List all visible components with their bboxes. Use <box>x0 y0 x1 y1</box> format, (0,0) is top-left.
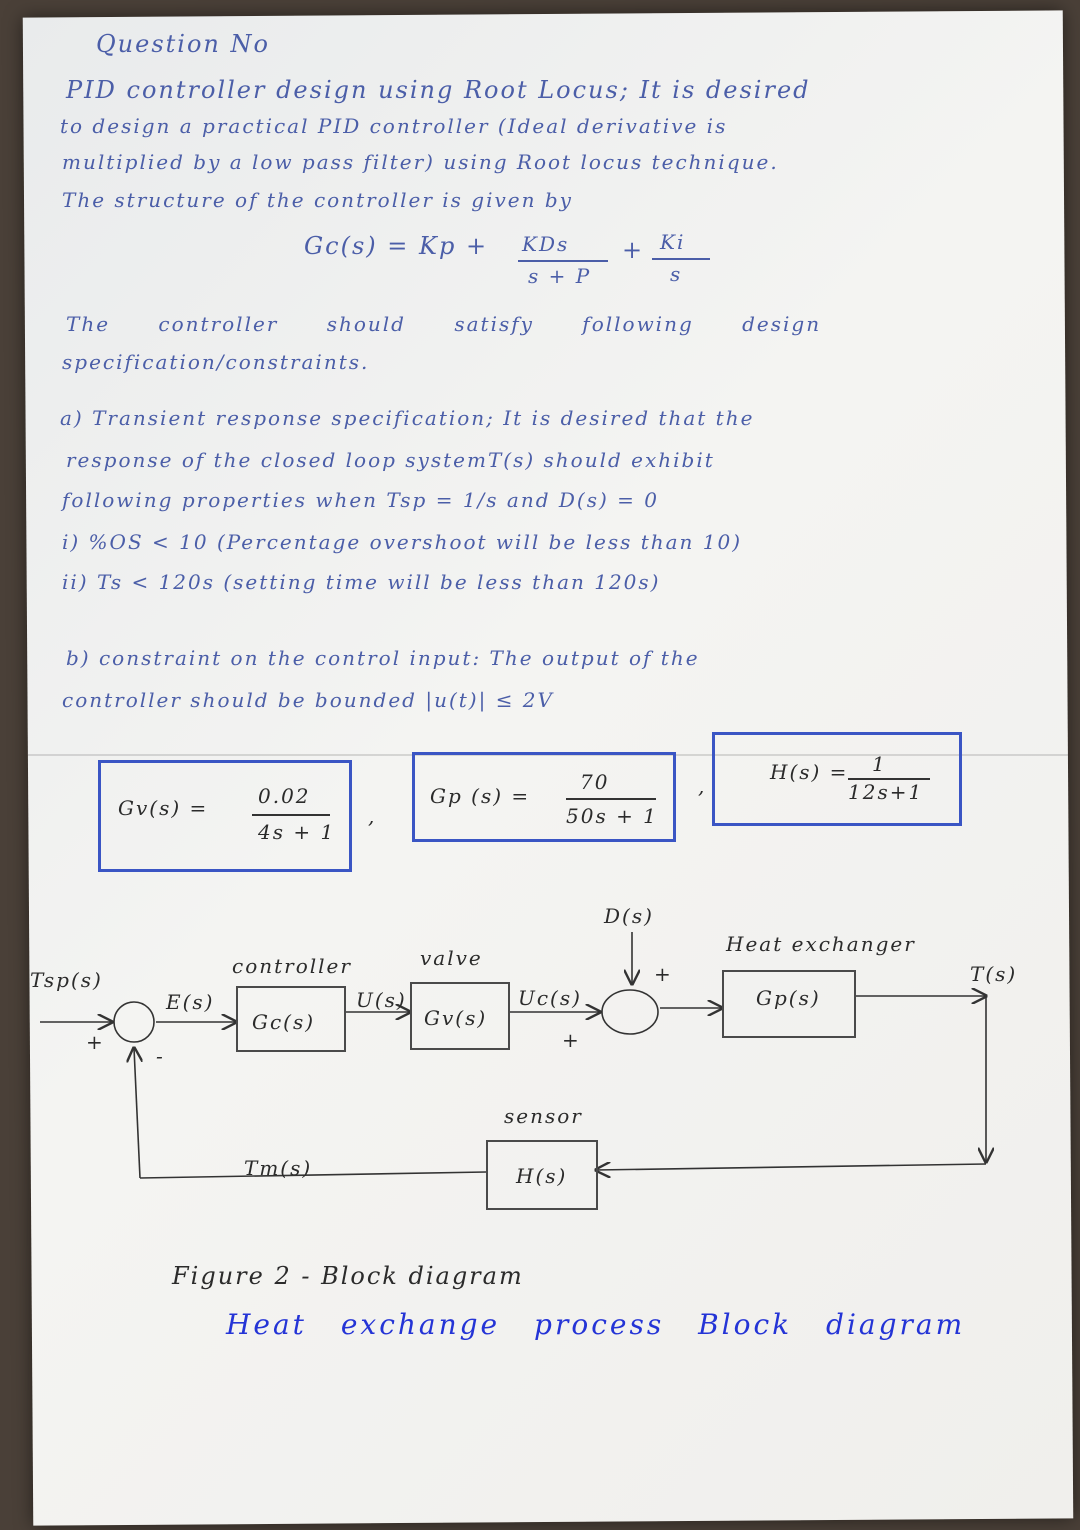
gv-block <box>410 982 510 1050</box>
formula-plus: + <box>622 236 645 264</box>
label-valve: valve <box>420 946 483 970</box>
h-block <box>486 1140 598 1210</box>
intro-line-1: PID controller design using Root Locus; … <box>66 76 811 104</box>
label-tm: Tm(s) <box>244 1156 313 1180</box>
formula-frac2-bar <box>652 258 710 260</box>
caption-line-2: Heat exchange process Block diagram <box>226 1308 966 1341</box>
label-e: E(s) <box>166 990 215 1014</box>
arrow-to-sensor <box>596 1164 987 1170</box>
formula-frac2-num: Ki <box>660 230 686 254</box>
gp-lhs: Gp (s) = <box>430 784 531 808</box>
label-gp: Gp(s) <box>756 986 821 1010</box>
summing-junction-1 <box>113 1001 155 1043</box>
h-num: 1 <box>872 752 887 776</box>
question-title: Question No <box>96 30 270 58</box>
arrow-feedback-up <box>134 1048 140 1179</box>
formula-frac1-bar <box>518 260 608 262</box>
spec-intro-line-1: The controller should satisfy following … <box>66 312 822 336</box>
gp-den: 50s + 1 <box>566 804 658 828</box>
label-plus-2: + <box>654 962 673 986</box>
intro-line-4: The structure of the controller is given… <box>62 188 573 212</box>
label-controller: controller <box>232 954 352 978</box>
label-plus-1: + <box>86 1030 105 1054</box>
label-gv: Gv(s) <box>424 1006 488 1030</box>
spec-a-item-1: i) %OS < 10 (Percentage overshoot will b… <box>62 530 743 554</box>
gv-bar <box>252 814 330 816</box>
h-den: 12s+1 <box>848 780 924 804</box>
label-minus-1: - <box>156 1044 165 1068</box>
gv-num: 0.02 <box>258 784 311 808</box>
intro-line-3: multiplied by a low pass filter) using R… <box>62 150 779 174</box>
label-plus-3: + <box>562 1028 581 1052</box>
formula-frac1-den: s + P <box>528 264 592 288</box>
spec-a-item-2: ii) Ts < 120s (setting time will be less… <box>62 570 661 594</box>
gc-block <box>236 986 346 1052</box>
gp-box <box>412 752 676 842</box>
label-heat-exchanger: Heat exchanger <box>726 932 916 956</box>
gv-lhs: Gv(s) = <box>118 796 209 820</box>
label-tsp: Tsp(s) <box>30 968 103 992</box>
spec-b-line-2: controller should be bounded |u(t)| ≤ 2V <box>62 688 554 712</box>
summing-junction-2 <box>601 989 659 1035</box>
label-d: D(s) <box>604 904 654 928</box>
label-u: U(s) <box>356 988 407 1012</box>
spec-a-line-1: a) Transient response specification; It … <box>60 406 755 430</box>
spec-a-line-3: following properties when Tsp = 1/s and … <box>62 488 659 512</box>
gp-bar <box>566 798 656 800</box>
label-gc: Gc(s) <box>252 1010 316 1034</box>
line-tm <box>139 1171 487 1179</box>
h-box <box>712 732 962 826</box>
intro-line-2: to design a practical PID controller (Id… <box>60 114 728 138</box>
spec-intro-line-2: specification/constraints. <box>62 350 370 374</box>
comma-2: , <box>698 774 707 798</box>
h-bar <box>848 778 930 780</box>
label-sensor: sensor <box>504 1104 583 1128</box>
comma-1: , <box>368 804 377 828</box>
spec-b-line-1: b) constraint on the control input: The … <box>66 646 700 670</box>
paper-fold <box>28 754 1068 756</box>
label-uc: Uc(s) <box>518 986 582 1010</box>
formula-frac2-den: s <box>670 262 683 286</box>
gp-block <box>722 970 856 1038</box>
label-h: H(s) <box>516 1164 568 1188</box>
gv-den: 4s + 1 <box>258 820 336 844</box>
formula-frac1-num: KDs <box>522 232 570 256</box>
caption-line-1: Figure 2 - Block diagram <box>172 1262 524 1290</box>
gv-box <box>98 760 352 872</box>
h-lhs: H(s) = <box>770 760 849 784</box>
spec-a-line-2: response of the closed loop systemT(s) s… <box>66 448 715 472</box>
gp-num: 70 <box>580 770 610 794</box>
label-t: T(s) <box>970 962 1018 986</box>
formula-lhs: Gc(s) = Kp + <box>304 232 489 260</box>
